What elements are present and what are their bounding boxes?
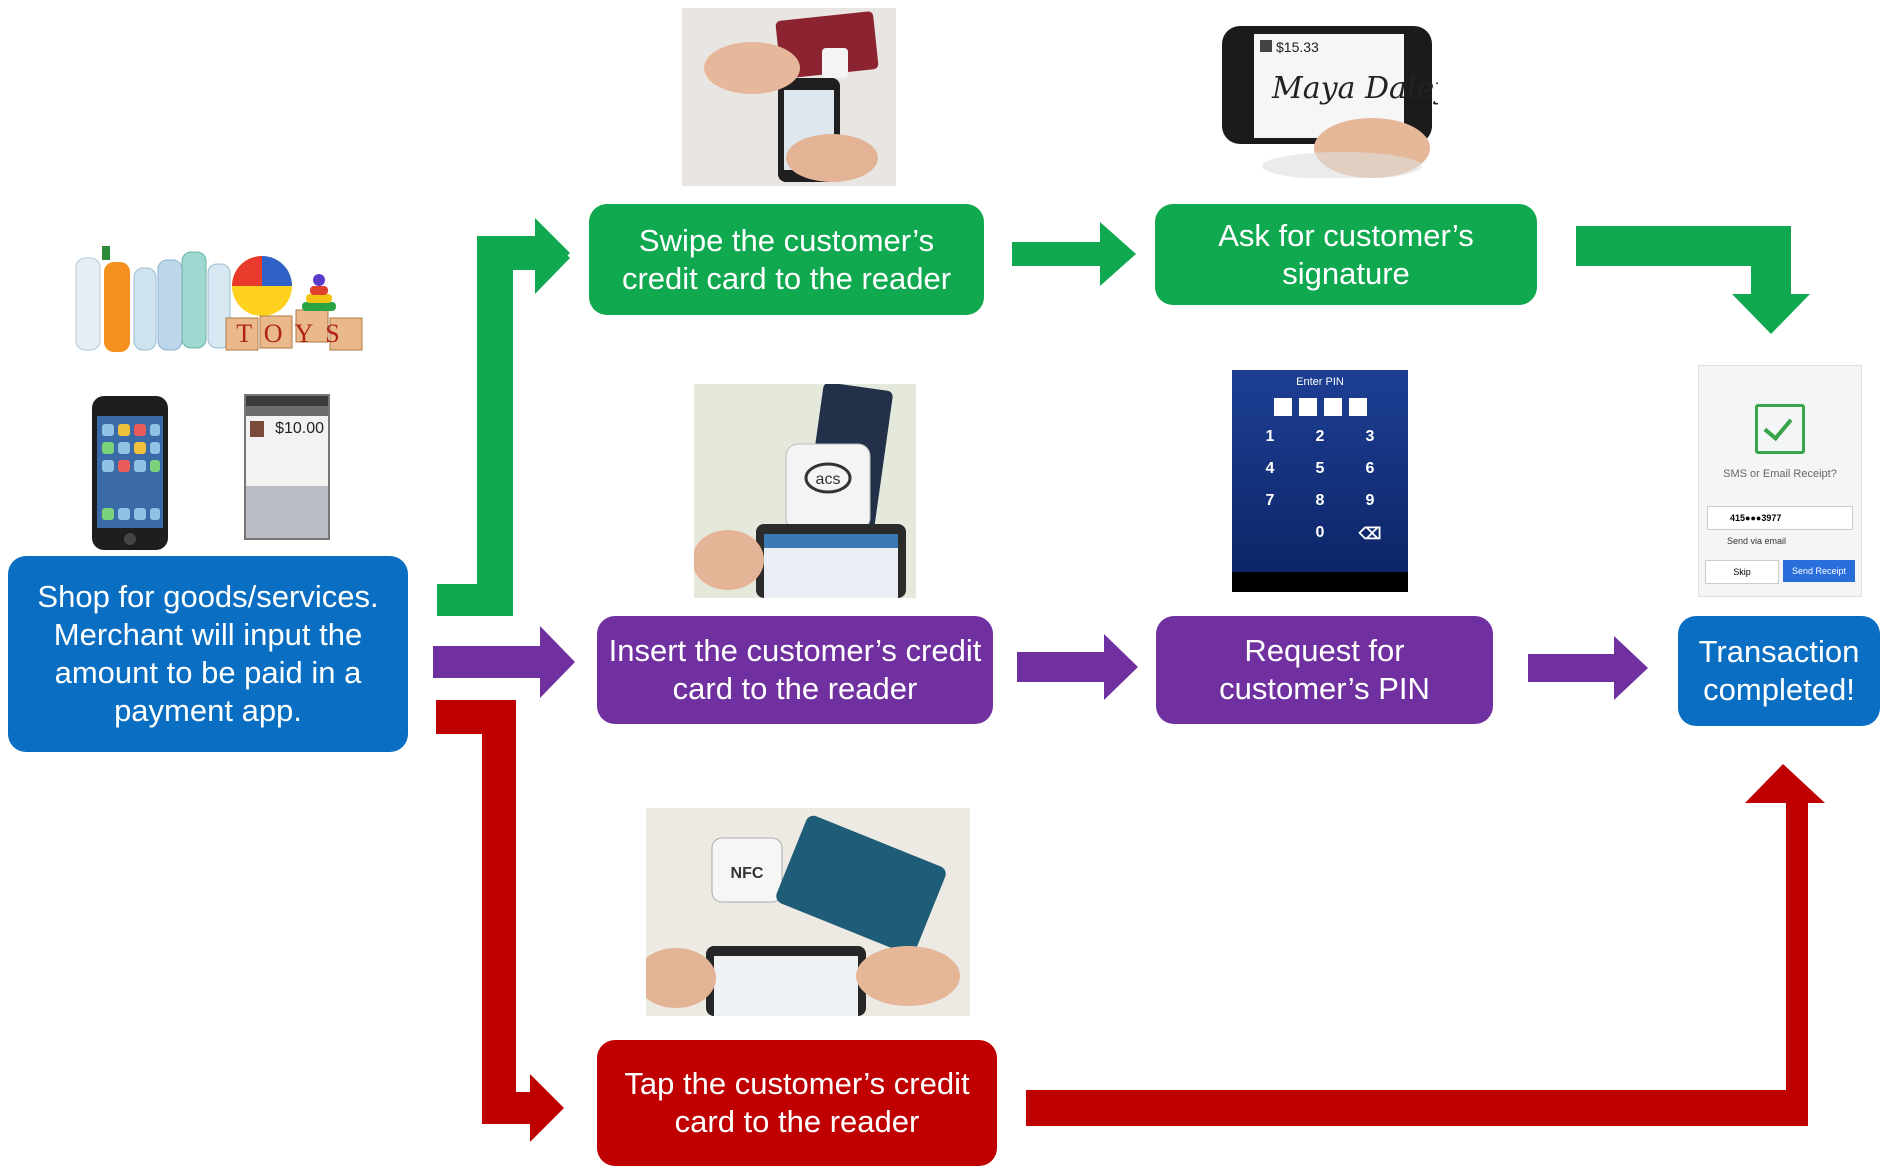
node-tap: Tap the customer’s credit card to the re… bbox=[597, 1040, 997, 1166]
pin-key-2[interactable]: 2 bbox=[1315, 428, 1325, 445]
arrow-swipe-to-signature bbox=[1012, 222, 1136, 286]
pin-key-8[interactable]: 8 bbox=[1315, 492, 1325, 509]
stacking-rings-icon bbox=[302, 274, 336, 311]
receipt-question: SMS or Email Receipt? bbox=[1723, 468, 1837, 480]
smartphone-image bbox=[92, 396, 168, 550]
arrow-start-to-tap bbox=[436, 700, 564, 1142]
bottles-and-toys-image: TOYS bbox=[75, 246, 363, 352]
node-insert: Insert the customer’s credit card to the… bbox=[597, 616, 993, 724]
signature-name: Maya Daley bbox=[1271, 71, 1438, 106]
arrow-tap-to-done bbox=[1026, 764, 1825, 1126]
pin-key-6[interactable]: 6 bbox=[1365, 460, 1375, 477]
check-icon bbox=[1755, 404, 1805, 454]
arrow-start-to-swipe-body bbox=[437, 218, 570, 616]
node-shop: Shop for goods/services. Merchant will i… bbox=[8, 556, 408, 752]
arrow-start-to-insert bbox=[433, 626, 575, 698]
pin-key-4[interactable]: 4 bbox=[1265, 460, 1275, 477]
pin-dots bbox=[1232, 398, 1408, 416]
node-done: Transaction completed! bbox=[1678, 616, 1880, 726]
keyboard bbox=[246, 486, 328, 538]
pin-keypad: 1 2 3 4 5 6 7 8 9 0 ⌫ bbox=[1232, 428, 1408, 556]
toy-blocks bbox=[225, 309, 363, 351]
receipt-phone-field[interactable]: 415●●●3977 bbox=[1707, 506, 1853, 530]
avatar bbox=[250, 421, 264, 437]
signature-amount: $15.33 bbox=[1276, 39, 1319, 55]
payment-app-screen: $10.00 bbox=[244, 394, 330, 540]
node-signature: Ask for customer’s signature bbox=[1155, 204, 1537, 305]
arrow-signature-to-done bbox=[1576, 226, 1810, 334]
signature-phone-image: $15.33 Maya Daley bbox=[1222, 26, 1438, 178]
arrow-pin-to-done bbox=[1528, 636, 1648, 700]
bottle-icons bbox=[75, 246, 231, 352]
backspace-icon[interactable]: ⌫ bbox=[1358, 526, 1382, 543]
swipe-card-image bbox=[682, 8, 896, 186]
node-pin: Request for customer’s PIN bbox=[1156, 616, 1493, 724]
receipt-email-option[interactable]: Send via email bbox=[1727, 536, 1787, 546]
tap-card-image: NFC bbox=[646, 808, 970, 1016]
pin-pad-image: Enter PIN 1 2 3 4 5 6 7 8 9 0 ⌫ bbox=[1232, 370, 1408, 592]
pin-key-9[interactable]: 9 bbox=[1365, 492, 1375, 509]
toys-label: TOYS bbox=[236, 319, 351, 348]
send-receipt-button[interactable]: Send Receipt bbox=[1783, 560, 1855, 582]
pin-key-3[interactable]: 3 bbox=[1365, 428, 1375, 445]
node-swipe: Swipe the customer’s credit card to the … bbox=[589, 204, 984, 315]
receipt-screen-image: SMS or Email Receipt? 415●●●3977 Send vi… bbox=[1698, 365, 1862, 597]
payment-amount: $10.00 bbox=[275, 420, 324, 437]
pin-key-7[interactable]: 7 bbox=[1265, 492, 1275, 509]
android-nav-bar bbox=[1232, 572, 1408, 592]
pin-key-blank bbox=[1245, 524, 1295, 556]
pin-key-1[interactable]: 1 bbox=[1265, 428, 1275, 445]
reader-nfc-label: NFC bbox=[731, 865, 764, 882]
insert-card-image: acs bbox=[694, 384, 916, 598]
reader-acs-label: acs bbox=[816, 471, 841, 488]
pin-key-0[interactable]: 0 bbox=[1315, 524, 1325, 541]
arrow-insert-to-pin bbox=[1017, 634, 1138, 700]
pin-key-5[interactable]: 5 bbox=[1315, 460, 1325, 477]
skip-button[interactable]: Skip bbox=[1705, 560, 1779, 584]
pin-title: Enter PIN bbox=[1296, 376, 1344, 388]
